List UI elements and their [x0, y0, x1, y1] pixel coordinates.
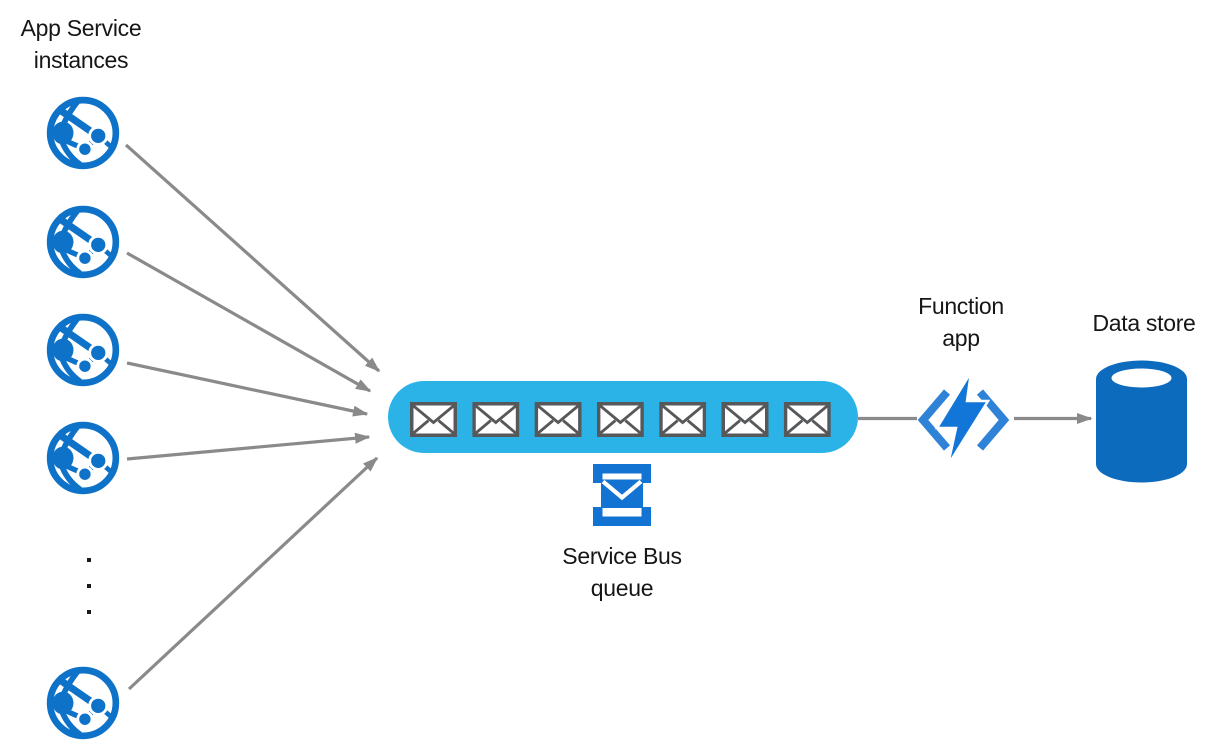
- app-service-instances-label: App Service instances: [1, 12, 161, 76]
- label-line: Data store: [1092, 310, 1196, 336]
- app-service-instance-icons: [50, 100, 116, 736]
- instance-to-queue-arrow: [126, 361, 369, 417]
- app-service-globe-icon: [50, 670, 116, 736]
- left-angle-bracket: [917, 389, 951, 451]
- ellipsis-dot: [87, 558, 91, 562]
- app-service-globe-icon: [50, 317, 116, 383]
- label-line: Service Bus: [562, 543, 682, 569]
- queue-message-envelopes: [410, 402, 831, 437]
- envelope-icon: [659, 402, 707, 437]
- envelope-icon: [721, 402, 769, 437]
- instance-to-queue-arrow: [126, 432, 371, 461]
- ellipsis-dot: [87, 610, 91, 614]
- lightning-bolt: [934, 371, 991, 466]
- envelope-flap: [601, 479, 643, 501]
- service-bus-queue-icon: [593, 464, 651, 526]
- envelope-icon: [534, 402, 582, 437]
- envelope-icon: [472, 402, 520, 437]
- instance-to-queue-arrows: [124, 143, 381, 691]
- label-line: instances: [33, 47, 129, 73]
- label-line: App Service: [20, 15, 142, 41]
- function-app-label: Function app: [881, 290, 1041, 354]
- top-bracket: [593, 464, 651, 483]
- label-line: queue: [590, 575, 654, 601]
- label-line: app: [942, 325, 980, 351]
- app-service-globe-icon: [50, 425, 116, 491]
- cylinder-opening: [1111, 368, 1172, 388]
- app-service-globe-icon: [50, 209, 116, 275]
- instance-to-queue-arrow: [124, 143, 381, 373]
- instance-to-queue-arrow: [127, 456, 379, 691]
- data-store-label: Data store: [1064, 307, 1216, 339]
- bottom-bracket: [593, 507, 651, 526]
- app-service-globe-icon: [50, 100, 116, 166]
- envelope-icon: [410, 402, 457, 437]
- envelope-icon: [596, 402, 644, 437]
- database-cylinder-icon: [1096, 360, 1187, 483]
- ellipsis-dot: [87, 584, 91, 588]
- service-bus-queue-label: Service Bus queue: [542, 540, 702, 604]
- more-instances-ellipsis: [87, 558, 91, 614]
- instance-to-queue-arrow: [126, 251, 372, 393]
- label-line: Function: [918, 293, 1004, 319]
- function-app-code-bolt-icon: [917, 371, 1010, 466]
- envelope-icon: [783, 402, 831, 437]
